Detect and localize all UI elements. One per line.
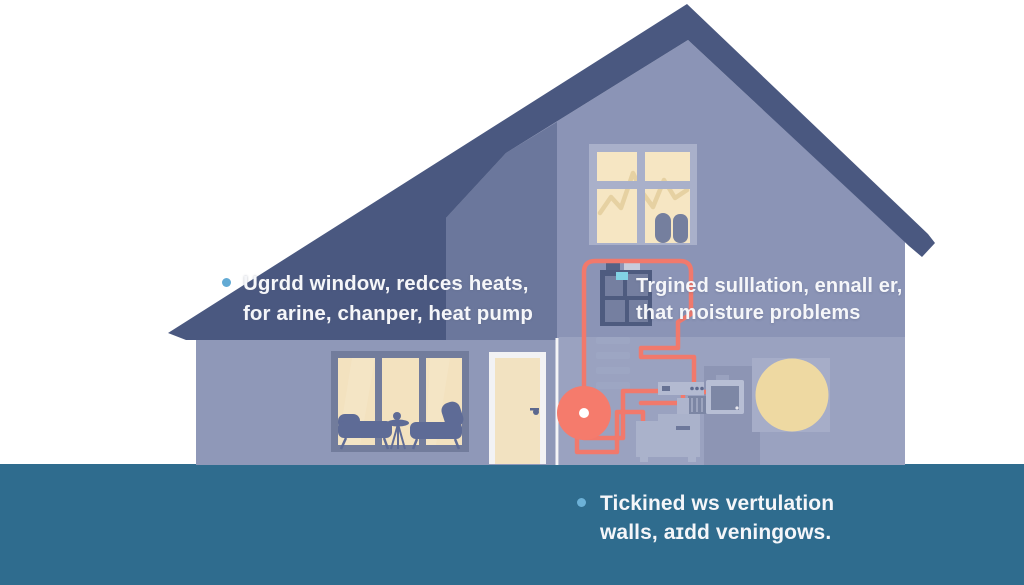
wall-clock — [755, 358, 829, 432]
annotation-ventilation-line2: walls, aɪdd veningows. — [600, 521, 832, 544]
annotation-insulation: Trgined sulllation, ennall er, that mois… — [636, 273, 902, 327]
chair-leg — [411, 438, 419, 450]
bullet-icon — [577, 498, 586, 507]
annotation-windows-line2: for arine, chanper, heat pump — [243, 302, 533, 325]
right-chair-back — [441, 401, 464, 429]
annotation-windows: Ugrdd window, redces heats, for arine, c… — [222, 269, 533, 329]
microwave-oven — [706, 375, 744, 414]
annotation-ventilation-line1: Tickined ws vertulation — [600, 492, 835, 515]
right-chair-seat — [410, 422, 462, 439]
roof — [168, 4, 935, 340]
wall-separator-line — [555, 338, 559, 465]
heat-pump-center-dot — [579, 408, 589, 418]
left-chair-seat — [338, 421, 392, 438]
kitchen-appliances — [636, 375, 744, 462]
wall-shelves — [596, 337, 630, 389]
annotation-insulation-line2: that moisture problems — [636, 302, 861, 324]
utility-cabinet — [600, 260, 652, 326]
bullet-icon — [222, 278, 231, 287]
small-box — [677, 398, 689, 414]
window-silhouette — [655, 213, 671, 243]
front-door — [489, 352, 546, 464]
annotation-windows-line1: Ugrdd window, redces heats, — [243, 272, 529, 295]
chair-leg — [453, 438, 461, 450]
annotation-insulation-line1: Trgined sulllation, ennall er, — [636, 275, 903, 297]
ground-band — [0, 464, 1024, 585]
chair-leg — [339, 437, 348, 450]
attic-window — [589, 144, 697, 245]
table-plant — [393, 412, 401, 420]
window-silhouette — [673, 214, 688, 243]
wall-shade-wedge — [446, 122, 557, 340]
console-unit — [658, 382, 704, 395]
door-handle — [533, 409, 539, 415]
chair-leg — [382, 437, 390, 450]
door-handle — [530, 408, 539, 411]
stove-unit — [636, 414, 700, 462]
armchairs-and-table — [338, 401, 464, 450]
heat-pump — [557, 386, 611, 440]
side-table — [387, 412, 409, 450]
annotation-ventilation: Tickined ws vertulation walls, aɪdd veni… — [577, 489, 834, 547]
cyan-accent — [616, 272, 628, 280]
